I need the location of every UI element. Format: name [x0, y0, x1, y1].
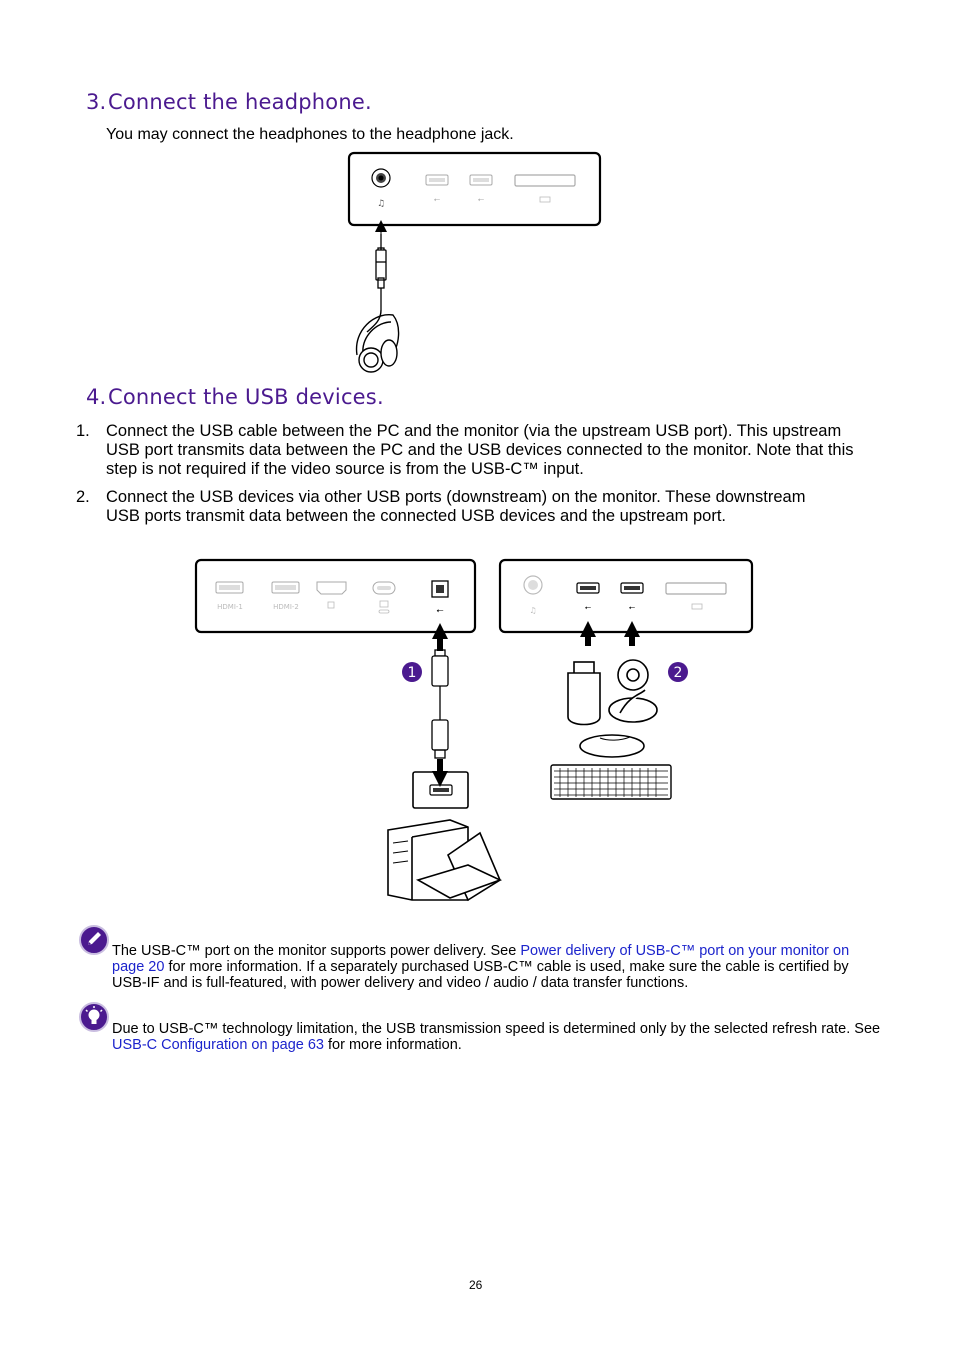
hdmi-2-label: HDMI-2 — [273, 603, 299, 611]
headphones-icon — [355, 309, 400, 373]
svg-text:⭠: ⭠ — [585, 603, 592, 612]
step-marker: 1. — [76, 422, 90, 440]
section-3-heading: 3.Connect the headphone. — [86, 90, 372, 114]
section-4-title: Connect the USB devices. — [108, 385, 384, 409]
callout-badge-2 — [668, 662, 688, 682]
pencil-icon — [79, 925, 109, 955]
callout-number: 2 — [674, 665, 683, 681]
svg-text:♫: ♫ — [377, 199, 385, 209]
step-item-2: 2. Connect the USB devices via other USB… — [76, 488, 816, 526]
monitor-side-ports-panel: ♫ ⭠ ⭠ — [347, 151, 602, 227]
callout-badge-1 — [402, 662, 422, 682]
page-number: 26 — [469, 1278, 483, 1292]
arrow-up-icon — [624, 621, 640, 646]
note-text: for more information. — [324, 1037, 462, 1053]
mouse-icon — [579, 734, 645, 758]
arrow-up-icon — [580, 621, 596, 646]
step-marker: 2. — [76, 488, 90, 506]
step-text: Connect the USB devices via other USB po… — [106, 488, 806, 525]
usb-cable — [431, 649, 449, 759]
note-text: The USB-C™ port on the monitor supports … — [112, 943, 521, 959]
arrow-up-icon — [432, 623, 448, 651]
lightbulb-icon — [79, 1002, 109, 1032]
note-text: for more information. If a separately pu… — [112, 959, 849, 991]
section-3-title: Connect the headphone. — [108, 90, 372, 114]
svg-text:⭠: ⭠ — [629, 603, 636, 612]
computer-icon — [387, 819, 503, 902]
hdmi-1-label: HDMI-1 — [217, 603, 243, 611]
step-text: Connect the USB cable between the PC and… — [106, 422, 854, 478]
section-3-number: 3. — [86, 90, 107, 114]
note-usb-speed: Due to USB-C™ technology limitation, the… — [112, 1021, 882, 1053]
step-item-1: 1. Connect the USB cable between the PC … — [76, 422, 876, 479]
note-power-delivery: The USB-C™ port on the monitor supports … — [112, 943, 882, 991]
arrow-down-icon — [432, 759, 448, 787]
svg-text:⭠: ⭠ — [478, 195, 485, 204]
usb-c-configuration-link[interactable]: USB-C Configuration on page 63 — [112, 1037, 324, 1053]
headphone-connection-illustration: ♫ ⭠ ⭠ — [347, 151, 602, 373]
keyboard-icon — [550, 764, 672, 800]
usb-connection-illustration: HDMI-1 HDMI-2 ⭠ ♫ ⭠ ⭠ — [194, 558, 754, 902]
section-4-heading: 4.Connect the USB devices. — [86, 385, 384, 409]
monitor-side-ports-panel: ♫ ⭠ ⭠ — [498, 558, 754, 634]
note-text: Due to USB-C™ technology limitation, the… — [112, 1021, 881, 1037]
section-3-description: You may connect the headphones to the he… — [106, 126, 514, 143]
power-delivery-link[interactable]: Power delivery of USB-C™ port on your mo… — [112, 943, 850, 975]
audio-plug — [375, 234, 387, 310]
webcam-icon — [608, 659, 658, 723]
monitor-rear-ports-panel: HDMI-1 HDMI-2 ⭠ — [194, 558, 477, 634]
section-4-number: 4. — [86, 385, 107, 409]
svg-text:♫: ♫ — [529, 606, 536, 615]
callout-number: 1 — [408, 665, 417, 681]
usb-flash-drive-icon — [567, 661, 601, 726]
svg-text:⭠: ⭠ — [436, 606, 443, 616]
pc-usb-port — [412, 771, 469, 809]
svg-text:⭠: ⭠ — [434, 195, 441, 204]
